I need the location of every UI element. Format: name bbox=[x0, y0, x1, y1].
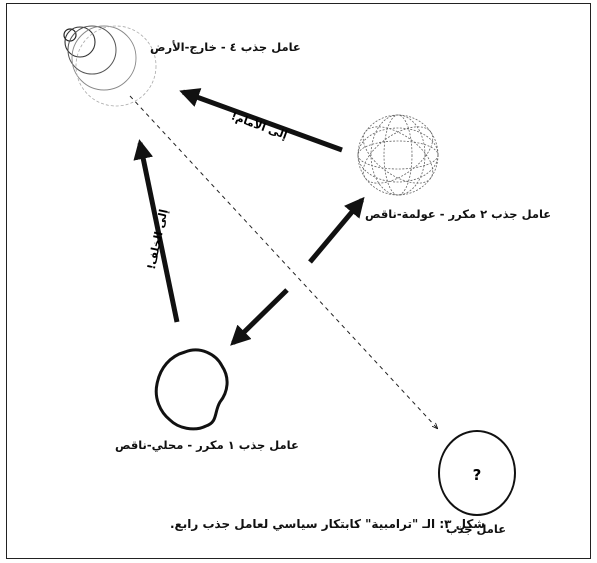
backward-arrow bbox=[133, 139, 180, 323]
factor4-circles bbox=[63, 25, 157, 107]
forward-arrow bbox=[179, 88, 343, 153]
unknown-factor-symbol: ? bbox=[473, 466, 482, 484]
factor1-label: عامل جذب ١ مكرر - محلي-ناقص bbox=[115, 438, 299, 452]
figure-frame bbox=[6, 3, 591, 559]
factor2-label: عامل جذب ٢ مكرر - عولمة-ناقص bbox=[365, 207, 552, 221]
factor2-globe bbox=[357, 114, 439, 196]
unknown-factor-label: عامل جذب bbox=[446, 522, 507, 536]
trajectory-dashed-line bbox=[129, 95, 437, 428]
arrow-to-globe bbox=[308, 196, 365, 264]
arrow-to-blob bbox=[230, 288, 289, 346]
figure-caption: شكل ٣: الـ "ترامبية" كابتكار سياسي لعامل… bbox=[170, 517, 486, 531]
factor1-blob bbox=[154, 348, 229, 431]
factor4-label: عامل جذب ٤ - خارج-الأرض bbox=[150, 40, 301, 54]
unknown-factor-ellipse bbox=[438, 430, 516, 516]
